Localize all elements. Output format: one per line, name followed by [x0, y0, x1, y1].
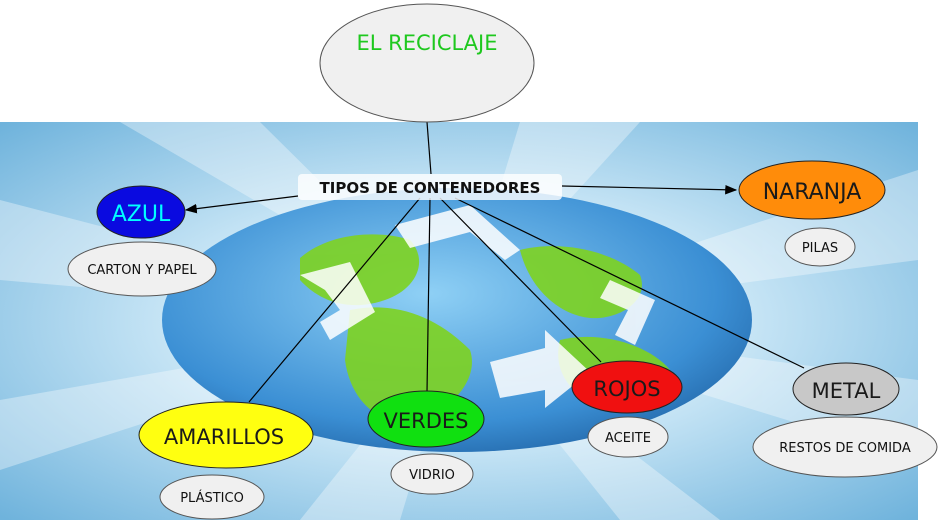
container-verdes-content: VIDRIO [409, 468, 455, 483]
container-rojos: ROJOS ACEITE [571, 360, 683, 458]
container-amarillos-label: AMARILLOS [164, 425, 284, 449]
container-metal-label: METAL [812, 379, 881, 403]
container-rojos-label: ROJOS [593, 377, 660, 401]
container-azul: AZUL CARTON Y PAPEL [67, 185, 217, 297]
container-azul-content: CARTON Y PAPEL [87, 263, 197, 278]
container-verdes-label: VERDES [384, 409, 469, 433]
container-rojos-content: ACEITE [605, 431, 651, 446]
recycle-arrows-icon [300, 205, 655, 408]
container-metal: METAL RESTOS DE COMIDA [752, 362, 938, 478]
title-text: EL RECICLAJE [356, 31, 497, 55]
container-naranja: NARANJA PILAS [738, 160, 886, 267]
title-bubble: EL RECICLAJE [319, 3, 535, 123]
container-naranja-label: NARANJA [763, 180, 862, 205]
center-label: TIPOS DE CONTENEDORES [320, 179, 541, 197]
container-naranja-content: PILAS [802, 241, 838, 256]
container-verdes: VERDES VIDRIO [367, 390, 485, 495]
center-node: TIPOS DE CONTENEDORES [298, 174, 562, 200]
container-metal-content: RESTOS DE COMIDA [779, 441, 911, 456]
container-amarillos-content: PLÁSTICO [180, 490, 244, 506]
container-azul-label: AZUL [112, 202, 171, 227]
connectors [184, 121, 805, 403]
container-amarillos: AMARILLOS PLÁSTICO [138, 401, 314, 520]
